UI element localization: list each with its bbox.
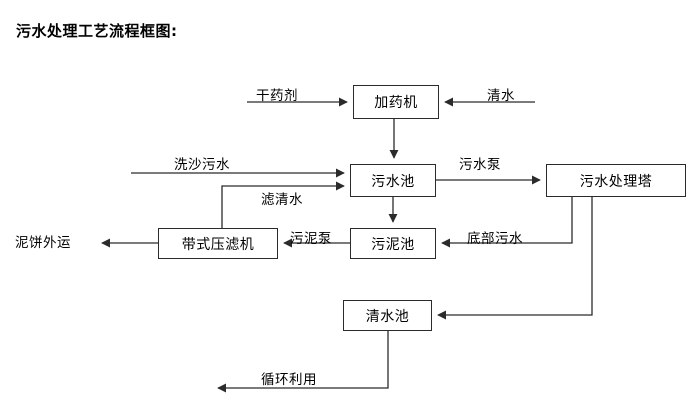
edge-label-recycle-use: 循环利用 (261, 372, 317, 388)
edge-bottom-sewage-to-sludge-pool (441, 197, 573, 248)
edge-label-sludge-pump: 污泥泵 (290, 231, 332, 247)
node-label: 污泥池 (371, 236, 415, 253)
node-belt-filter-press[interactable]: 带式压滤机 (158, 228, 278, 259)
edge-label-bottom-sewage: 底部污水 (467, 231, 523, 247)
page-title: 污水处理工艺流程框图: (16, 22, 178, 40)
node-treatment-tower[interactable]: 污水处理塔 (546, 164, 686, 197)
edge-label-sewage-pump: 污水泵 (459, 157, 501, 173)
edge-label-sand-wash-sewage: 洗沙污水 (174, 157, 230, 173)
edge-label-dry-chemical: 干药剂 (256, 88, 298, 104)
node-label: 污水池 (371, 173, 415, 190)
node-sludge-pool[interactable]: 污泥池 (350, 228, 436, 259)
node-label: 加药机 (374, 95, 418, 111)
node-label: 带式压滤机 (181, 236, 255, 253)
node-label: 清水池 (365, 308, 410, 325)
node-dosing-machine[interactable]: 加药机 (353, 85, 439, 119)
edge-tower-to-clean-water-pool (437, 197, 593, 320)
edge-clean-water-pool-to-recycle (217, 331, 389, 393)
edge-label-clean-water-in: 清水 (487, 88, 515, 104)
node-sewage-pool[interactable]: 污水池 (350, 164, 436, 197)
edge-label-filtered-water: 滤清水 (261, 192, 303, 208)
node-label: 污水处理塔 (579, 173, 653, 190)
node-clean-water-pool[interactable]: 清水池 (343, 300, 432, 331)
edge-filtered-water-to-sewage-pool (221, 181, 345, 228)
terminal-label-mud-cake-out: 泥饼外运 (15, 235, 71, 251)
